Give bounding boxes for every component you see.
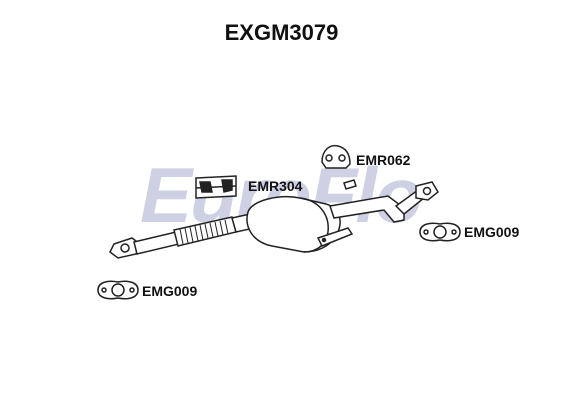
label-emg009-left: EMG009 xyxy=(142,283,198,299)
gasket-left-icon xyxy=(97,280,139,300)
gasket-right-icon xyxy=(419,222,461,242)
part-number-title: EXGM3079 xyxy=(224,20,339,45)
muffler-box xyxy=(246,179,357,253)
label-emr062: EMR062 xyxy=(356,152,411,168)
rubber-mount-icon xyxy=(321,144,351,169)
rear-pipe xyxy=(329,181,439,223)
label-emr304: EMR304 xyxy=(248,178,303,194)
pipe-front-flange xyxy=(109,237,141,259)
hanger-rubber-icon xyxy=(195,175,237,199)
label-emg009-right: EMG009 xyxy=(464,224,520,240)
